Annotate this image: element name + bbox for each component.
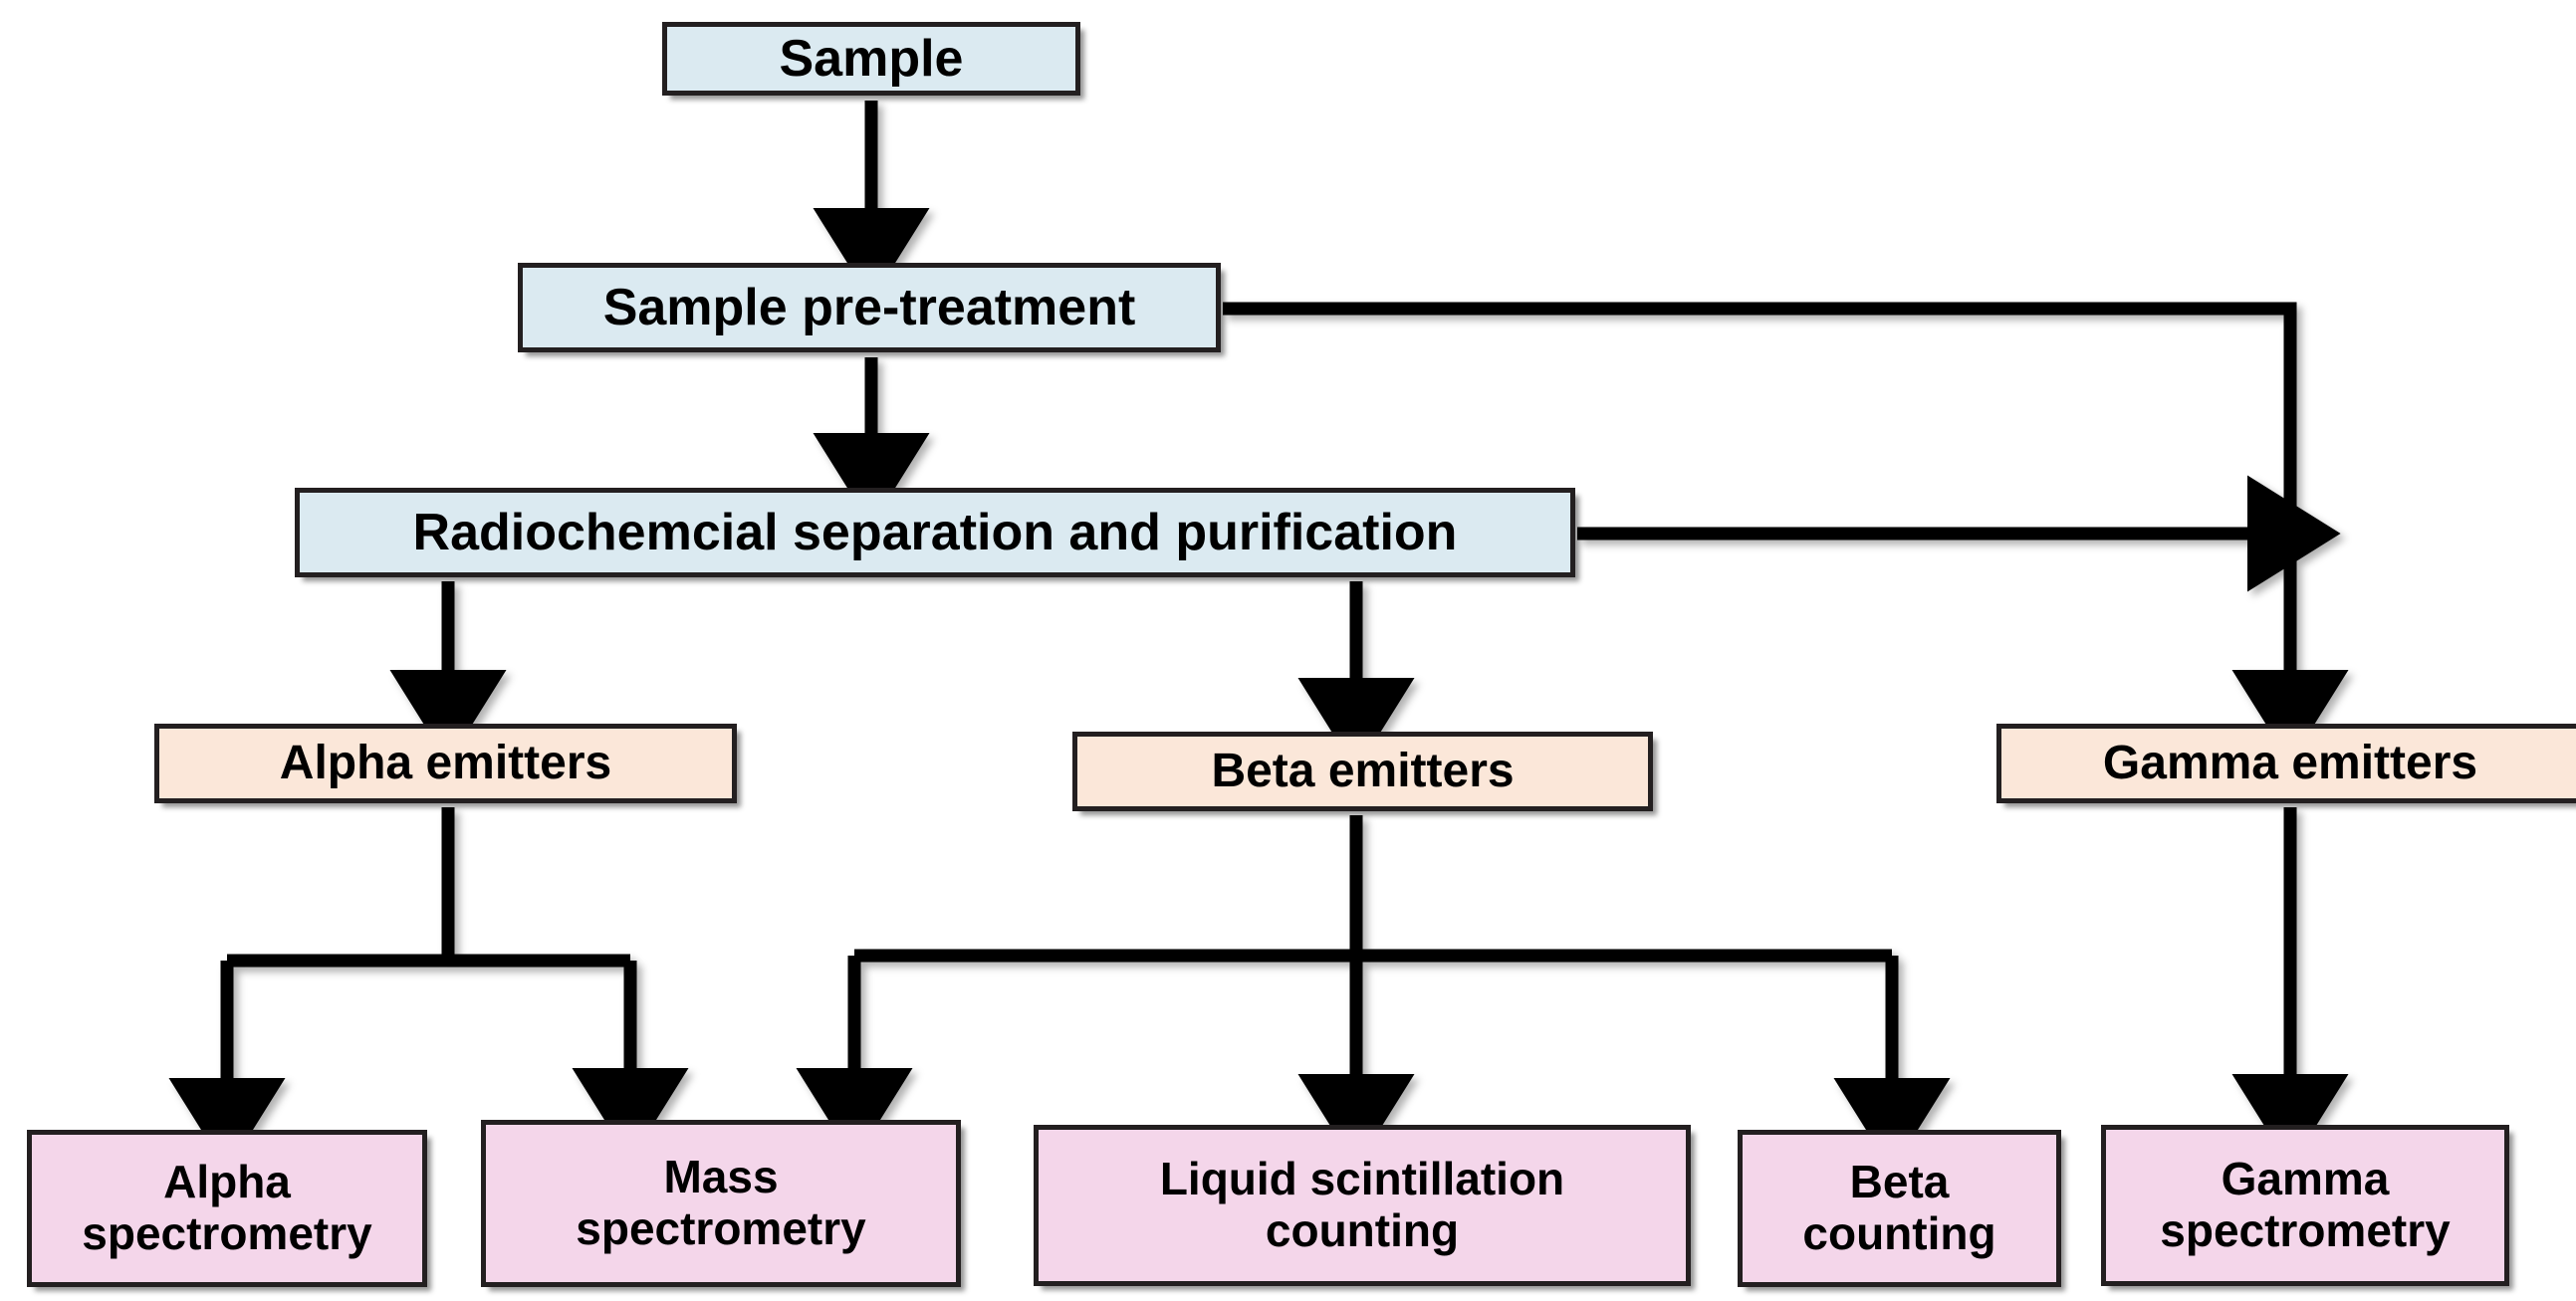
node-liquid-scintillation-counting[interactable]: Liquid scintillation counting [1034, 1125, 1691, 1286]
node-beta-counting-label: Beta counting [1802, 1156, 1996, 1259]
node-mass-spectrometry[interactable]: Mass spectrometry [481, 1120, 961, 1287]
node-gamma-spectrometry[interactable]: Gamma spectrometry [2101, 1125, 2509, 1286]
node-gamma-emitters[interactable]: Gamma emitters [1996, 724, 2576, 803]
node-radiochemical-separation-label: Radiochemcial separation and purificatio… [412, 503, 1458, 561]
node-beta-emitters-label: Beta emitters [1211, 745, 1515, 798]
node-alpha-spectrometry[interactable]: Alpha spectrometry [27, 1130, 427, 1287]
node-gamma-emitters-label: Gamma emitters [2102, 737, 2478, 790]
node-beta-counting[interactable]: Beta counting [1738, 1130, 2061, 1287]
node-sample-pre-treatment-label: Sample pre-treatment [602, 278, 1136, 336]
node-alpha-emitters[interactable]: Alpha emitters [154, 724, 737, 803]
node-mass-spectrometry-label: Mass spectrometry [576, 1151, 866, 1254]
node-beta-emitters[interactable]: Beta emitters [1072, 732, 1653, 811]
node-sample-pre-treatment[interactable]: Sample pre-treatment [518, 263, 1221, 352]
node-radiochemical-separation[interactable]: Radiochemcial separation and purificatio… [295, 488, 1575, 577]
node-alpha-spectrometry-label: Alpha spectrometry [82, 1156, 372, 1259]
node-gamma-spectrometry-label: Gamma spectrometry [2160, 1153, 2451, 1256]
node-alpha-emitters-label: Alpha emitters [279, 737, 612, 790]
node-sample-label: Sample [779, 29, 964, 88]
node-liquid-scintillation-counting-label: Liquid scintillation counting [1159, 1153, 1565, 1256]
node-sample[interactable]: Sample [662, 22, 1080, 96]
